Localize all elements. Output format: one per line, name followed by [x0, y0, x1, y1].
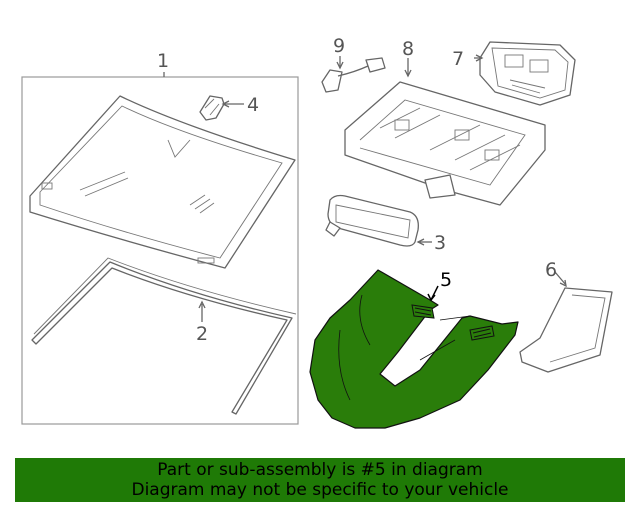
banner-line-disclaimer: Diagram may not be specific to your vehi…	[131, 480, 509, 500]
rearview-mirror[interactable]	[325, 194, 432, 247]
part-info-banner: Part or sub-assembly is #5 in diagram Di…	[15, 458, 625, 502]
mirror-cover-highlighted[interactable]	[309, 269, 519, 429]
windshield-molding[interactable]	[31, 257, 297, 415]
banner-line-part: Part or sub-assembly is #5 in diagram	[157, 460, 483, 480]
callout-8: 8	[402, 38, 414, 60]
windshield-group-box	[21, 72, 299, 425]
callout-7: 7	[452, 48, 464, 70]
callout-4: 4	[247, 94, 259, 116]
windshield-glass[interactable]	[29, 95, 296, 269]
wire-harness[interactable]	[321, 56, 386, 93]
callout-1: 1	[157, 50, 169, 72]
callout-9: 9	[333, 35, 345, 57]
cover-panel[interactable]	[519, 271, 613, 373]
callout-6: 6	[545, 259, 557, 281]
parts-diagram: 1 2 3 4 5 6 7 8 9	[21, 35, 613, 429]
mounting-bracket[interactable]	[344, 58, 546, 206]
callout-5: 5	[440, 269, 452, 291]
callout-2: 2	[196, 323, 208, 345]
clip-bracket[interactable]	[199, 95, 244, 121]
callout-3: 3	[434, 232, 446, 254]
overhead-module[interactable]	[474, 41, 576, 106]
